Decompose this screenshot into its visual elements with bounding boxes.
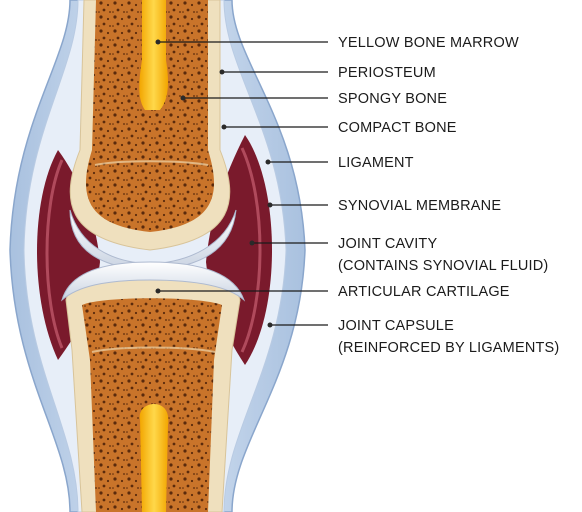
label-joint-capsule: JOINT CAPSULE — [338, 318, 454, 334]
label-synovial-membrane: SYNOVIAL MEMBRANE — [338, 198, 501, 214]
upper-bone — [70, 0, 230, 250]
label-articular-cartilage: ARTICULAR CARTILAGE — [338, 284, 510, 300]
upper-yellow-marrow — [139, 0, 168, 110]
label-periosteum: PERIOSTEUM — [338, 65, 436, 81]
label-joint-cavity-note: (CONTAINS SYNOVIAL FLUID) — [338, 258, 548, 274]
label-compact-bone: COMPACT BONE — [338, 120, 457, 136]
label-joint-capsule-note: (REINFORCED BY LIGAMENTS) — [338, 340, 559, 356]
lower-yellow-marrow — [140, 404, 169, 512]
label-joint-cavity: JOINT CAVITY — [338, 236, 437, 252]
label-yellow-bone-marrow: YELLOW BONE MARROW — [338, 35, 519, 51]
lower-bone — [66, 275, 240, 512]
label-ligament: LIGAMENT — [338, 155, 414, 171]
label-spongy-bone: SPONGY BONE — [338, 91, 447, 107]
